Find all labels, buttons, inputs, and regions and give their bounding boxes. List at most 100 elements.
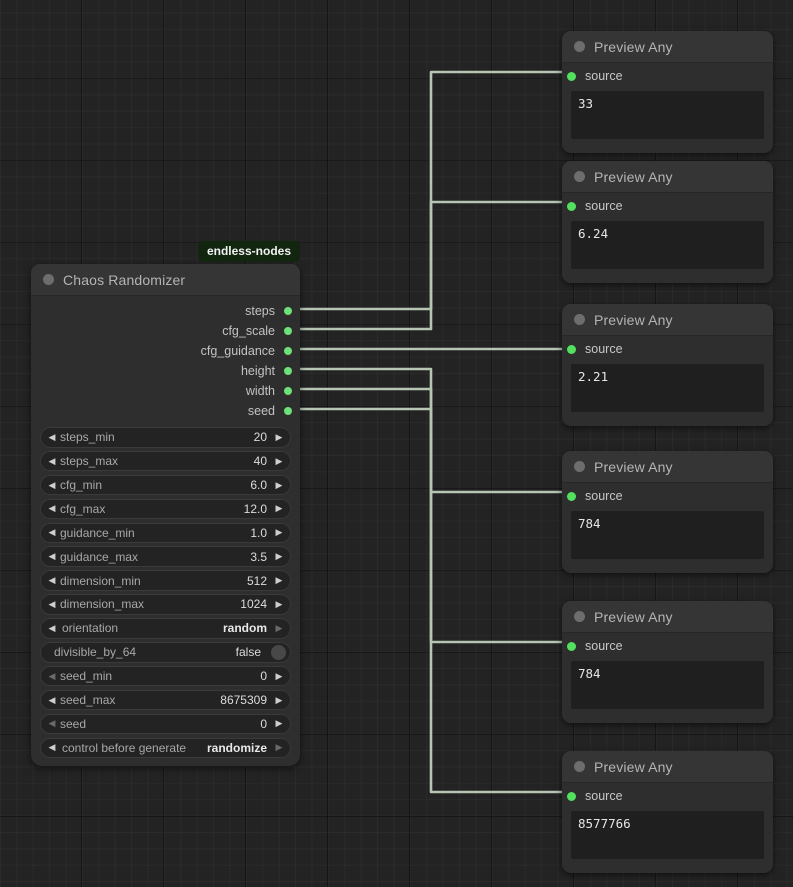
node-preview-any-3[interactable]: Preview Any source 2.21 [562, 304, 773, 426]
input-port-source[interactable]: source [562, 193, 773, 219]
widget-value[interactable]: randomize [206, 740, 267, 755]
chevron-right-icon[interactable]: ▶ [275, 598, 283, 609]
chevron-right-icon[interactable]: ▶ [275, 455, 283, 466]
port-dot-icon[interactable] [284, 407, 292, 415]
input-port-source[interactable]: source [562, 63, 773, 89]
collapse-dot-icon[interactable] [43, 274, 54, 285]
widget-cfg-min[interactable]: ◀ cfg_min 6.0 ▶ [40, 474, 291, 496]
chevron-left-icon[interactable]: ◀ [48, 575, 56, 586]
port-dot-icon[interactable] [567, 344, 576, 354]
chevron-left-icon[interactable]: ◀ [48, 670, 56, 681]
chevron-left-icon[interactable]: ◀ [48, 694, 56, 705]
widget-value[interactable]: 512 [246, 573, 267, 588]
chevron-left-icon[interactable]: ◀ [48, 598, 56, 609]
output-port-cfg-scale[interactable]: cfg_scale [31, 321, 300, 341]
port-dot-icon[interactable] [284, 387, 292, 395]
node-chaos-randomizer[interactable]: endless-nodes Chaos Randomizer steps cfg… [31, 241, 300, 766]
chevron-right-icon[interactable]: ▶ [275, 479, 283, 490]
port-dot-icon[interactable] [567, 201, 576, 211]
chevron-left-icon[interactable]: ◀ [48, 479, 56, 490]
widget-value[interactable]: 40 [253, 454, 267, 469]
chevron-left-icon[interactable]: ◀ [48, 503, 56, 514]
chevron-left-icon[interactable]: ◀ [48, 718, 56, 729]
port-dot-icon[interactable] [284, 307, 292, 315]
widget-dimension-max[interactable]: ◀ dimension_max 1024 ▶ [40, 594, 291, 615]
node-title-bar[interactable]: Preview Any [562, 451, 773, 483]
port-dot-icon[interactable] [567, 641, 576, 651]
input-port-source[interactable]: source [562, 336, 773, 362]
collapse-dot-icon[interactable] [574, 41, 585, 52]
node-title-bar[interactable]: Preview Any [562, 304, 773, 336]
node-title-bar[interactable]: Preview Any [562, 751, 773, 783]
chevron-right-icon[interactable]: ▶ [275, 670, 283, 681]
widget-value[interactable]: 20 [253, 430, 267, 445]
port-dot-icon[interactable] [567, 491, 576, 501]
port-dot-icon[interactable] [567, 791, 576, 801]
chevron-right-icon[interactable]: ▶ [275, 718, 283, 729]
collapse-dot-icon[interactable] [574, 761, 585, 772]
widget-dimension-min[interactable]: ◀ dimension_min 512 ▶ [40, 570, 291, 591]
output-port-steps[interactable]: steps [31, 301, 300, 321]
node-title-bar[interactable]: Preview Any [562, 161, 773, 193]
node-title-bar[interactable]: Preview Any [562, 31, 773, 63]
input-port-source[interactable]: source [562, 483, 773, 509]
chevron-right-icon[interactable]: ▶ [275, 527, 283, 538]
chevron-left-icon[interactable]: ◀ [48, 622, 56, 633]
widget-value[interactable]: 12.0 [243, 501, 267, 516]
widget-value[interactable]: random [222, 621, 267, 636]
widget-value[interactable]: 1024 [240, 597, 267, 612]
collapse-dot-icon[interactable] [574, 171, 585, 182]
chevron-left-icon[interactable]: ◀ [48, 742, 56, 753]
widget-value[interactable]: 3.5 [250, 549, 267, 564]
widget-cfg-max[interactable]: ◀ cfg_max 12.0 ▶ [40, 498, 291, 520]
node-preview-any-2[interactable]: Preview Any source 6.24 [562, 161, 773, 283]
output-port-cfg-guidance[interactable]: cfg_guidance [31, 341, 300, 361]
node-title-bar[interactable]: Preview Any [562, 601, 773, 633]
node-preview-any-4[interactable]: Preview Any source 784 [562, 451, 773, 573]
widget-seed-max[interactable]: ◀ seed_max 8675309 ▶ [40, 689, 291, 711]
input-port-source[interactable]: source [562, 633, 773, 659]
widget-value[interactable]: 8675309 [220, 693, 267, 708]
port-dot-icon[interactable] [284, 367, 292, 375]
chevron-right-icon[interactable]: ▶ [275, 503, 283, 514]
widget-control-before-generate[interactable]: ◀ control before generate randomize ▶ [40, 737, 291, 759]
chevron-right-icon[interactable]: ▶ [275, 551, 283, 562]
widget-value[interactable]: 1.0 [250, 525, 267, 540]
widget-seed[interactable]: ◀ seed 0 ▶ [40, 713, 291, 735]
port-dot-icon[interactable] [567, 71, 576, 81]
collapse-dot-icon[interactable] [574, 611, 585, 622]
output-port-width[interactable]: width [31, 381, 300, 401]
toggle-knob[interactable] [271, 644, 286, 660]
chevron-left-icon[interactable]: ◀ [48, 527, 56, 538]
chevron-right-icon[interactable]: ▶ [275, 694, 283, 705]
node-preview-any-1[interactable]: Preview Any source 33 [562, 31, 773, 153]
node-title-bar[interactable]: Chaos Randomizer [31, 264, 300, 296]
widget-orientation[interactable]: ◀ orientation random ▶ [40, 618, 291, 639]
output-port-seed[interactable]: seed [31, 401, 300, 421]
input-port-source[interactable]: source [562, 783, 773, 809]
chevron-right-icon[interactable]: ▶ [275, 431, 283, 442]
chevron-right-icon[interactable]: ▶ [275, 575, 283, 586]
collapse-dot-icon[interactable] [574, 314, 585, 325]
node-preview-any-5[interactable]: Preview Any source 784 [562, 601, 773, 723]
output-port-height[interactable]: height [31, 361, 300, 381]
chevron-left-icon[interactable]: ◀ [48, 551, 56, 562]
collapse-dot-icon[interactable] [574, 461, 585, 472]
widget-value[interactable]: 0 [260, 716, 267, 731]
widget-value[interactable]: 6.0 [250, 478, 267, 493]
widget-guidance-max[interactable]: ◀ guidance_max 3.5 ▶ [40, 546, 291, 567]
widget-divisible-by-64[interactable]: divisible_by_64 false [40, 642, 291, 663]
chevron-right-icon[interactable]: ▶ [275, 622, 283, 633]
chevron-left-icon[interactable]: ◀ [48, 431, 56, 442]
port-dot-icon[interactable] [284, 347, 292, 355]
widget-steps-max[interactable]: ◀ steps_max 40 ▶ [40, 450, 291, 472]
chevron-left-icon[interactable]: ◀ [48, 455, 56, 466]
widget-seed-min[interactable]: ◀ seed_min 0 ▶ [40, 665, 291, 687]
widget-guidance-min[interactable]: ◀ guidance_min 1.0 ▶ [40, 522, 291, 544]
widget-value[interactable]: 0 [260, 669, 267, 684]
node-preview-any-6[interactable]: Preview Any source 8577766 [562, 751, 773, 873]
widget-steps-min[interactable]: ◀ steps_min 20 ▶ [40, 427, 291, 448]
port-dot-icon[interactable] [284, 327, 292, 335]
chevron-right-icon[interactable]: ▶ [275, 742, 283, 753]
